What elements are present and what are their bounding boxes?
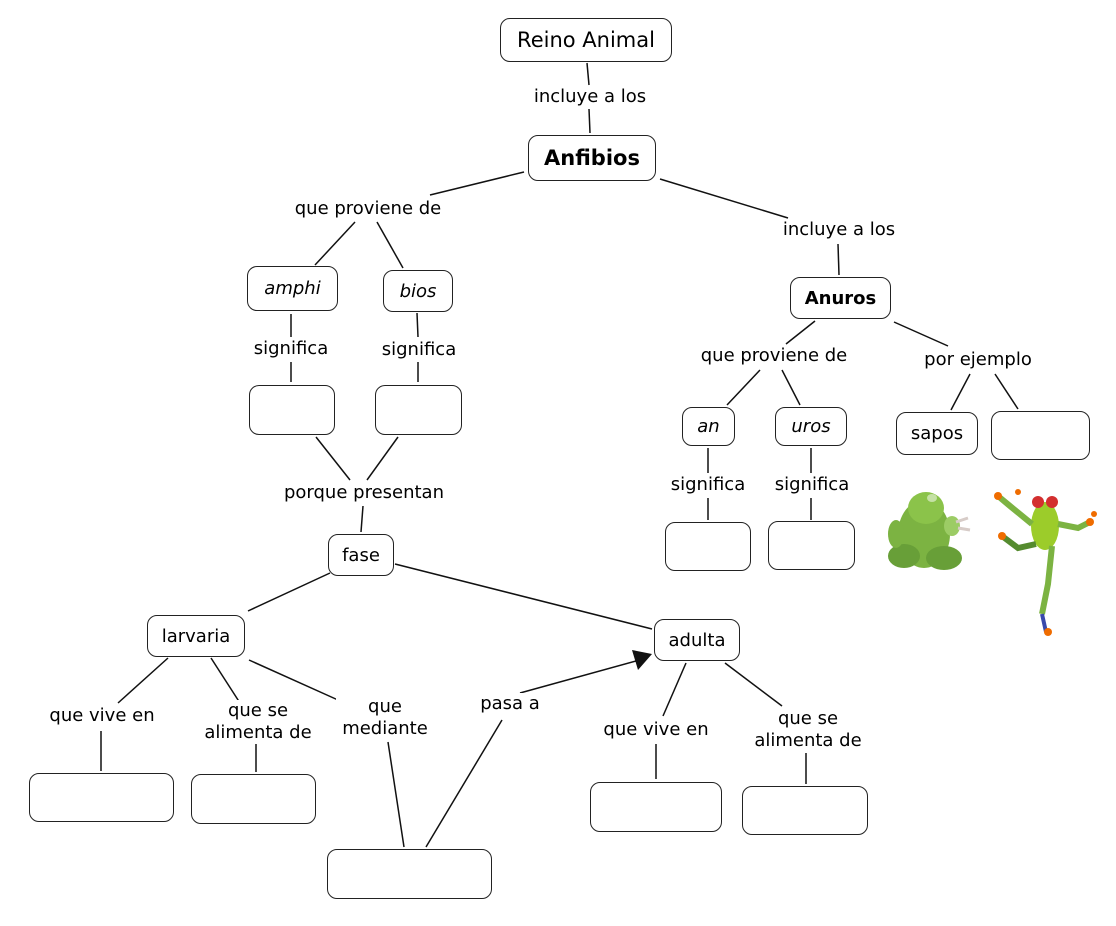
node-adulta: adulta: [654, 619, 740, 661]
empty-box-larva-habitat: [29, 773, 174, 822]
node-anfibios: Anfibios: [528, 135, 656, 181]
link-label-que-mediante: que mediante: [336, 696, 434, 740]
frog-sitting-illustration: [888, 492, 971, 570]
empty-box-metamorphosis: [327, 849, 492, 899]
tree-frog-illustration: [994, 489, 1097, 636]
link-label-por-ejemplo: por ejemplo: [912, 349, 1044, 371]
node-amphi: amphi: [247, 266, 338, 311]
link-label-porque-presentan: porque presentan: [272, 482, 456, 504]
arrow-head: [632, 650, 652, 670]
link-label-que-vive-en-2: que vive en: [590, 719, 722, 741]
empty-box-example: [991, 411, 1090, 460]
link-label-significa-2: significa: [374, 339, 464, 361]
node-larvaria: larvaria: [147, 615, 245, 657]
link-label-que-se-alimenta-1: que se alimenta de: [196, 700, 320, 744]
link-label-incluye-top: incluye a los: [520, 86, 660, 108]
empty-box-bios-meaning: [375, 385, 462, 435]
link-label-que-vive-en-1: que vive en: [36, 705, 168, 727]
empty-box-uros-meaning: [768, 521, 855, 570]
node-bios: bios: [383, 270, 453, 312]
link-label-que-proviene-right: que proviene de: [684, 345, 864, 367]
empty-box-amphi-meaning: [249, 385, 335, 435]
empty-box-adult-habitat: [590, 782, 722, 832]
empty-box-larva-food: [191, 774, 316, 824]
node-anuros: Anuros: [790, 277, 891, 319]
empty-box-adult-food: [742, 786, 868, 835]
link-label-pasa-a: pasa a: [470, 693, 550, 715]
empty-box-an-meaning: [665, 522, 751, 571]
node-sapos: sapos: [896, 412, 978, 455]
node-reino-animal: Reino Animal: [500, 18, 672, 62]
link-label-incluye-right: incluye a los: [770, 219, 908, 241]
link-label-significa-4: significa: [766, 474, 858, 496]
node-uros: uros: [775, 407, 847, 446]
link-label-que-se-alimenta-2: que se alimenta de: [746, 708, 870, 752]
node-an: an: [682, 407, 735, 446]
node-fase: fase: [328, 534, 394, 576]
link-label-significa-3: significa: [662, 474, 754, 496]
link-label-que-proviene-left: que proviene de: [278, 198, 458, 220]
link-label-significa-1: significa: [246, 338, 336, 360]
